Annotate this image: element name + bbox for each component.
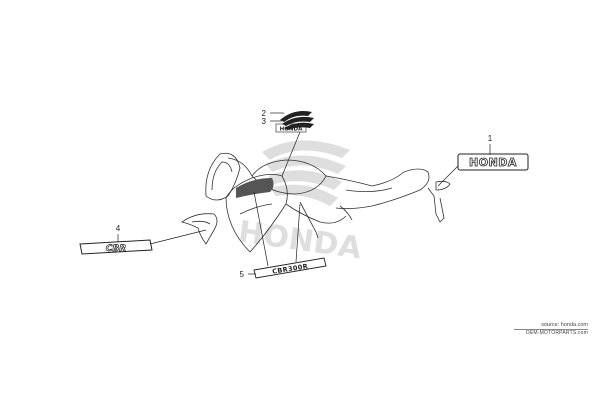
callout-1: 1 — [488, 134, 493, 143]
side-stripe-decal: CBR300R — [253, 257, 327, 279]
honda-wing-watermark: HONDA — [236, 140, 364, 267]
callout-3: 3 — [262, 117, 267, 126]
side-stripe-text: CBR300R — [272, 262, 309, 276]
source-credit: source: honda.com — [541, 322, 588, 328]
watermark-honda-text: HONDA — [236, 215, 364, 267]
tank-wing-logo: HONDA — [275, 111, 314, 133]
leader-lines — [117, 112, 491, 275]
side-cowl-cbr-emblem: CBR — [79, 239, 153, 255]
callout-numbers: 1 2 3 4 5 — [116, 109, 493, 279]
callout-4: 4 — [116, 224, 121, 233]
tank-logo-text: HONDA — [280, 127, 303, 133]
tail-honda-emblem: HONDA — [457, 153, 529, 171]
motorcycle-body-outline — [181, 152, 451, 253]
side-cowl-emblem-text: CBR — [106, 244, 126, 254]
tail-emblem-text: HONDA — [469, 156, 517, 169]
source-divider — [514, 329, 588, 330]
callout-5: 5 — [240, 270, 245, 279]
callout-2: 2 — [262, 109, 267, 118]
site-credit: OEM-MOTORPARTS.com — [525, 330, 588, 336]
